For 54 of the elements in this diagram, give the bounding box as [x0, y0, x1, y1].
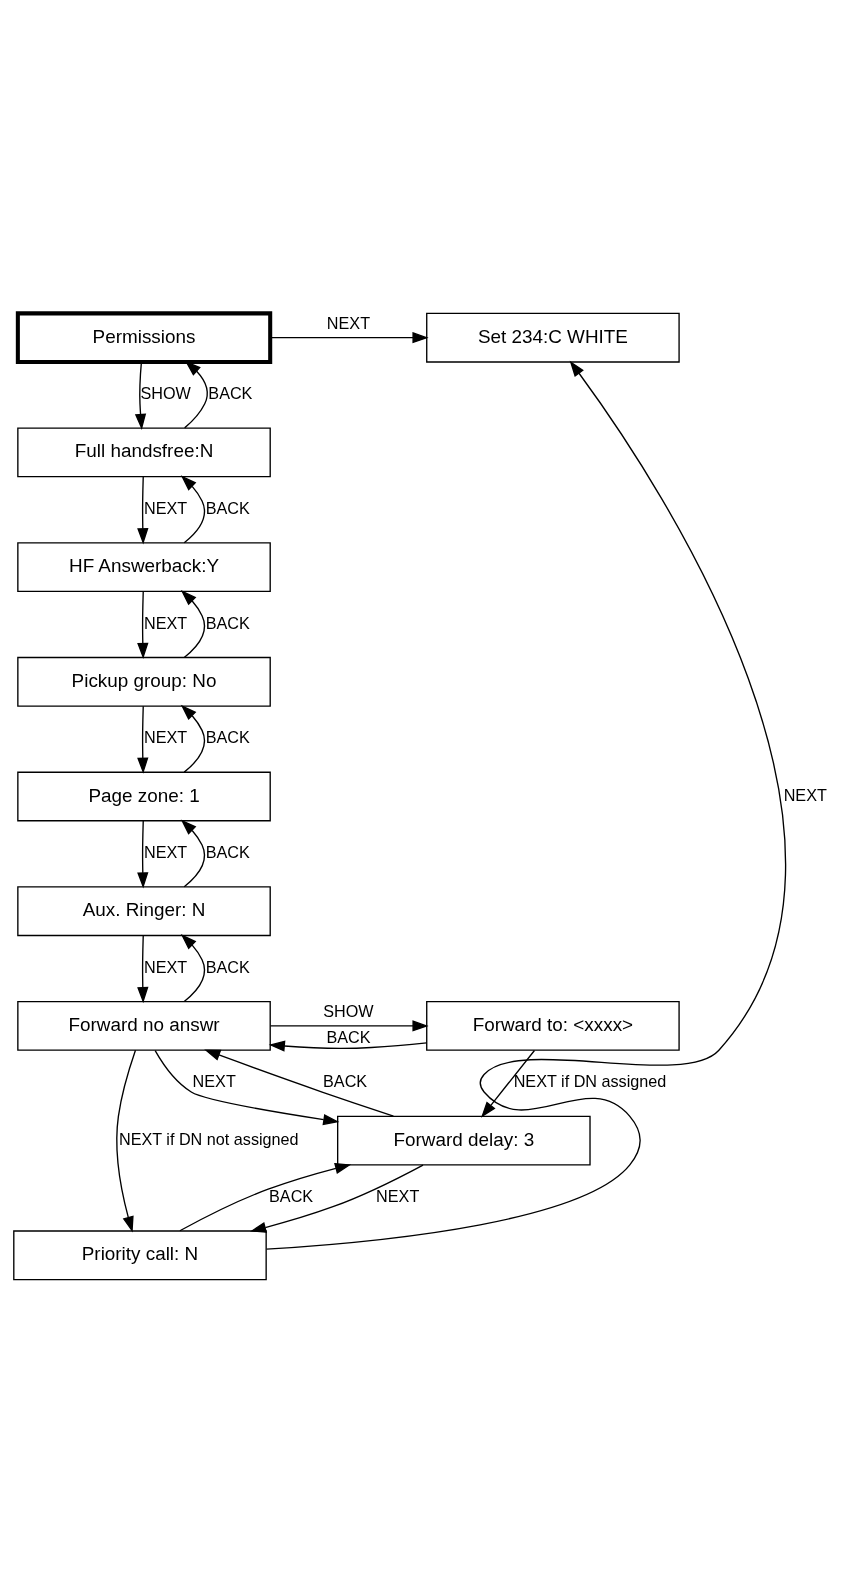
edge-label: NEXT	[326, 313, 371, 332]
arrow	[269, 1019, 429, 1032]
edge-label: NEXT	[144, 498, 188, 517]
edge-label: NEXT	[144, 957, 188, 976]
arrow	[137, 819, 149, 888]
arrow	[134, 361, 147, 430]
edge-label: BACK	[269, 1186, 314, 1205]
arrow	[269, 331, 429, 343]
edge-label: BACK	[205, 613, 250, 632]
arrow	[180, 818, 206, 887]
node-box: Set 234:C WHITE	[426, 312, 680, 363]
arrow	[116, 1049, 137, 1233]
arrow	[265, 360, 787, 1250]
edge-label: NEXT	[144, 842, 188, 861]
node-box: Aux. Ringer: N	[17, 885, 271, 936]
node-box: Full handsfree:N	[17, 426, 271, 477]
edge-label: SHOW	[140, 383, 191, 402]
arrow	[179, 1162, 352, 1231]
edge-label: BACK	[205, 842, 250, 861]
arrow	[137, 705, 149, 774]
node-box: Pickup group: No	[17, 656, 271, 707]
edge-label: BACK	[326, 1027, 371, 1046]
edge-label: BACK	[323, 1071, 368, 1090]
node-box: HF Answerback:Y	[17, 541, 271, 592]
edge-label: NEXT if DN assigned	[513, 1071, 667, 1090]
arrow	[249, 1163, 424, 1233]
arrow	[180, 933, 206, 1002]
edge-label: NEXT	[144, 613, 188, 632]
arrow	[137, 934, 149, 1003]
edge-label: BACK	[205, 727, 250, 746]
node-box: Forward delay: 3	[337, 1115, 591, 1166]
edge-label: NEXT	[376, 1186, 420, 1205]
edge-label: BACK	[205, 498, 250, 517]
node-box: Page zone: 1	[17, 771, 271, 821]
arrow	[137, 590, 149, 659]
edge-label: NEXT	[192, 1071, 236, 1090]
edge-label: NEXT	[783, 785, 827, 804]
edge-label: BACK	[205, 957, 250, 976]
node-box: Priority call: N	[13, 1229, 267, 1280]
arrow	[180, 589, 206, 658]
edge-label: NEXT if DN not assigned	[118, 1129, 299, 1148]
arrow	[268, 1039, 428, 1052]
node-box: Forward no answr	[17, 1000, 271, 1051]
arrow	[154, 1049, 340, 1125]
arrow	[204, 1049, 395, 1117]
node-box: Permissions	[15, 310, 273, 364]
node-box: Forward to: <xxxx>	[426, 1000, 680, 1051]
edge-label: BACK	[208, 383, 253, 402]
edge-label: NEXT	[144, 727, 188, 746]
arrow	[180, 474, 206, 543]
arrow	[481, 1049, 536, 1118]
arrow	[137, 475, 149, 544]
arrow	[180, 704, 206, 773]
edge-label: SHOW	[323, 1001, 374, 1020]
